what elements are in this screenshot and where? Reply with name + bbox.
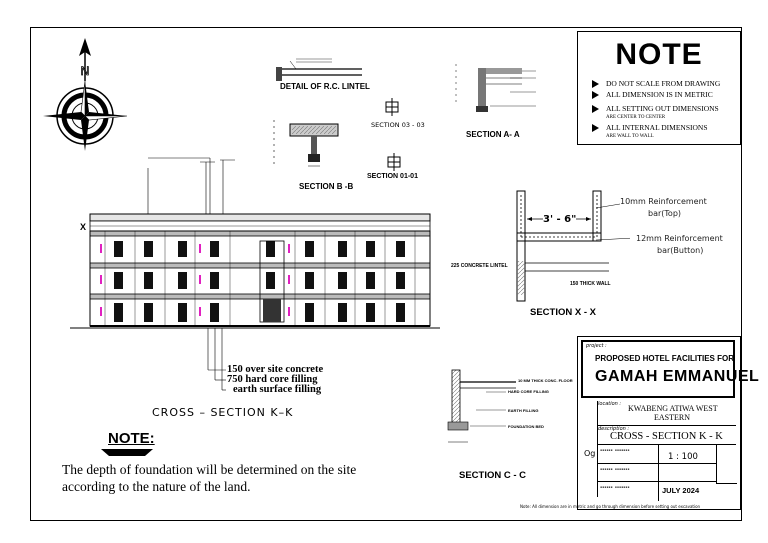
reinforcement-top-line2: bar(Top) [648, 209, 682, 218]
arrow-icon [592, 124, 599, 132]
checked-by-placeholder: ▪▪▪▪▪▪ ▪▪▪▪▪▪▪ [600, 467, 630, 471]
section-marker-x: X [80, 222, 87, 232]
arrow-icon [592, 80, 599, 88]
concrete-lintel-label: 225 CONCRETE LINTEL [451, 263, 508, 269]
cc-label-hardcore: HARD CORE FILLING [508, 389, 549, 394]
note-subtext: ARE CENTER TO CENTER [606, 115, 666, 120]
general-notes-box: NOTE DO NOT SCALE FROM DRAWING ALL DIMEN… [577, 31, 741, 145]
project-label: project : [586, 343, 607, 349]
section-03-symbol [385, 98, 399, 116]
cc-label-foundation: FOUNDATION BED [508, 424, 544, 429]
bottom-note-title: NOTE: [108, 430, 155, 447]
notes-title: NOTE [615, 38, 703, 71]
section-bb-drawing [273, 120, 339, 167]
reinforcement-bottom-line1: 12mm Reinforcement [636, 234, 723, 243]
project-panel: project : PROPOSED HOTEL FACILITIES FOR … [581, 340, 759, 398]
section-cc-title: SECTION C - C [459, 470, 527, 481]
section-01-title: SECTION 01-01 [367, 173, 418, 180]
callout-over-site-concrete: 150 over site concrete [227, 364, 324, 375]
approved-by-placeholder: ▪▪▪▪▪▪ ▪▪▪▪▪▪▪ [600, 485, 630, 489]
drawing-sheet-border [30, 27, 742, 521]
title-block: project : PROPOSED HOTEL FACILITIES FOR … [577, 336, 759, 510]
location-label: location : [598, 401, 622, 407]
sheet-number-cell [716, 445, 737, 484]
building-cross-section-elevation [70, 157, 440, 391]
note-text: ALL SETTING OUT DIMENSIONS [606, 104, 719, 113]
location-line2: EASTERN [654, 413, 690, 422]
callout-earth-surface-filling: earth surface filling [233, 384, 322, 395]
north-arrow-compass: N [43, 38, 128, 151]
section-aa-drawing [455, 64, 536, 112]
reinforcement-bottom-line2: bar(Button) [657, 246, 704, 255]
drawing-info-grid: ▪▪▪▪▪▪ ▪▪▪▪▪▪▪ ▪▪▪▪▪▪ ▪▪▪▪▪▪▪ ▪▪▪▪▪▪ ▪▪▪… [598, 445, 716, 501]
drawn-by-placeholder: ▪▪▪▪▪▪ ▪▪▪▪▪▪▪ [600, 448, 630, 452]
scale-value: 1 : 100 [668, 452, 698, 462]
cross-section-caption: CROSS – SECTION K–K [152, 406, 294, 419]
section-cc-drawing [447, 369, 516, 443]
sheet-code: Og [584, 449, 596, 458]
description-text: CROSS - SECTION K - K [610, 431, 723, 442]
bottom-note-line2: according to the nature of the land. [62, 479, 251, 494]
north-label: N [81, 64, 90, 78]
client-name: GAMAH EMMANUEL [595, 368, 760, 385]
arrow-icon [592, 105, 599, 113]
section-aa-title: SECTION A- A [466, 130, 520, 139]
description-panel: description : CROSS - SECTION K - K [598, 426, 736, 445]
reinforcement-top-line1: 10mm Reinforcement [620, 197, 707, 206]
description-label: description : [598, 426, 630, 432]
note-text: ALL DIMENSION IS IN METRIC [606, 90, 713, 99]
date-value: JULY 2024 [662, 486, 700, 495]
cc-label-floor: 10 MM THICK CONC. FLOOR [518, 378, 573, 383]
section-bb-title: SECTION B -B [299, 182, 354, 191]
sheet-code-column: Og [581, 401, 598, 497]
note-text: DO NOT SCALE FROM DRAWING [606, 79, 721, 88]
location-panel: location : KWABENG ATIWA WEST EASTERN [598, 401, 736, 426]
title-block-footer-note: Note: All dimension are in metric and go… [520, 504, 701, 509]
section-03-title: SECTION 03 - 03 [371, 121, 425, 129]
section-xx-dimension: 3' - 6" [543, 214, 577, 225]
note-underline-bar [101, 449, 153, 456]
note-subtext: ARE WALL TO WALL [606, 134, 654, 139]
thick-wall-label: 150 THICK WALL [570, 281, 611, 287]
callout-hard-core-filling: 750 hard core filling [227, 374, 318, 385]
section-01-symbol [387, 153, 401, 171]
rc-lintel-detail-drawing [276, 58, 362, 81]
section-xx-leaders [595, 203, 630, 241]
location-line1: KWABENG ATIWA WEST [628, 404, 718, 413]
bottom-note-line1: The depth of foundation will be determin… [62, 462, 357, 477]
rc-lintel-title: DETAIL OF R.C. LINTEL [280, 82, 370, 91]
project-title: PROPOSED HOTEL FACILITIES FOR [595, 354, 734, 363]
section-xx-drawing [516, 190, 609, 302]
arrow-icon [592, 91, 599, 99]
cc-label-earth: EARTH FILLING [508, 408, 539, 413]
note-text: ALL INTERNAL DIMENSIONS [606, 123, 708, 132]
section-xx-title: SECTION X - X [530, 307, 596, 318]
